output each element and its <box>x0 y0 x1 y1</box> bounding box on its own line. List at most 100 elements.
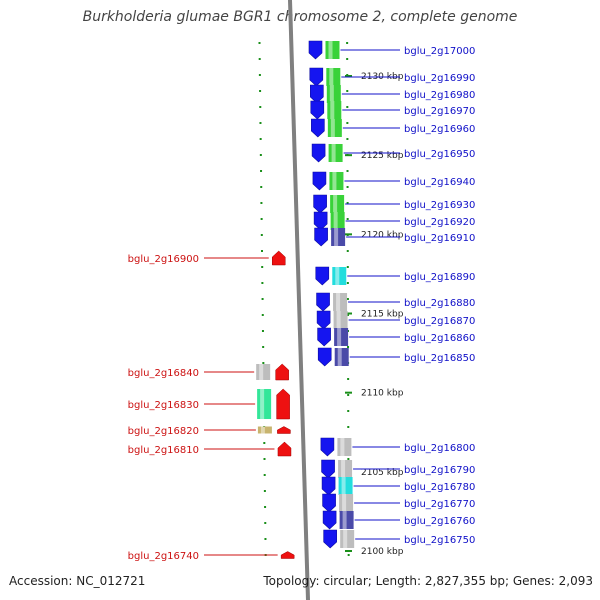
plus-gene-arrow <box>321 459 335 479</box>
plus-gene-arrow <box>317 327 331 347</box>
minus-feature-highlight <box>259 364 264 380</box>
track-dot <box>259 90 262 92</box>
track-dot <box>260 218 263 220</box>
plus-gene-arrow <box>310 84 324 104</box>
track-dot <box>261 250 263 252</box>
plus-gene-arrow <box>313 194 327 214</box>
plus-gene-label: bglu_2g17000 <box>404 46 475 57</box>
track-dot <box>346 202 349 204</box>
plus-gene-label: bglu_2g16860 <box>404 333 475 344</box>
track-dot <box>347 426 350 428</box>
track-dot <box>259 138 262 140</box>
plus-gene-arrow <box>312 171 327 191</box>
plus-gene-arrow <box>308 40 323 60</box>
track-dot <box>260 186 263 188</box>
plus-feature-highlight <box>330 101 335 119</box>
plus-gene-label: bglu_2g16940 <box>404 177 475 188</box>
plus-feature-highlight <box>333 212 338 230</box>
track-dot <box>347 394 350 396</box>
track-dot <box>347 346 350 348</box>
plus-gene-label: bglu_2g16850 <box>404 353 475 364</box>
track-dot <box>346 42 349 44</box>
plus-gene-arrow <box>313 211 328 231</box>
plus-gene-arrow <box>321 476 336 496</box>
plus-feature-highlight <box>337 328 342 346</box>
plus-gene-arrow <box>322 510 337 530</box>
minus-gene-label: bglu_2g16830 <box>128 400 199 411</box>
map-title: Burkholderia glumae BGR1 chromosome 2, c… <box>82 9 518 25</box>
plus-feature-highlight <box>335 267 340 285</box>
track-dot <box>264 538 267 540</box>
track-dot <box>263 490 266 492</box>
plus-feature-highlight <box>336 293 341 311</box>
plus-feature-highlight <box>332 172 337 190</box>
minus-feature-highlight <box>260 426 265 434</box>
track-dot <box>346 298 349 300</box>
minus-feature-highlight <box>260 389 265 419</box>
track-dot <box>347 378 350 380</box>
plus-gene-label: bglu_2g16790 <box>404 465 475 476</box>
plus-gene-arrow <box>322 493 336 513</box>
track-dot <box>264 522 267 524</box>
minus-gene-label: bglu_2g16900 <box>128 254 199 265</box>
plus-feature-highlight <box>342 511 347 529</box>
plus-gene-label: bglu_2g16970 <box>404 106 475 117</box>
track-dot <box>346 138 349 140</box>
plus-gene-arrow <box>311 143 326 163</box>
plus-gene-label: bglu_2g16890 <box>404 272 475 283</box>
minus-gene-arrow <box>276 388 290 420</box>
summary-text: Topology: circular; Length: 2,827,355 bp… <box>263 574 593 588</box>
plus-gene-label: bglu_2g16910 <box>404 233 475 244</box>
plus-feature-highlight <box>337 348 342 366</box>
plus-feature-highlight <box>336 311 341 329</box>
plus-strand-track: bglu_2g17000bglu_2g16990bglu_2g16980bglu… <box>308 40 475 549</box>
plus-gene-label: bglu_2g16960 <box>404 124 475 135</box>
minus-gene-label: bglu_2g16840 <box>128 368 199 379</box>
plus-feature-highlight <box>343 530 348 548</box>
track-dot <box>260 234 263 236</box>
minus-gene-label: bglu_2g16820 <box>128 426 199 437</box>
track-dot <box>346 218 349 220</box>
plus-gene-arrow <box>320 437 335 457</box>
plus-feature-highlight <box>341 460 346 478</box>
track-dot <box>347 458 350 460</box>
track-dot <box>263 442 266 444</box>
track-dot <box>346 58 349 60</box>
scale-label: 2115 kbp <box>361 310 404 320</box>
track-dot <box>258 58 261 60</box>
track-dot <box>262 346 265 348</box>
track-dot <box>263 474 266 476</box>
track-dot <box>346 90 349 92</box>
track-dot <box>260 170 263 172</box>
plus-gene-arrow <box>316 310 331 330</box>
track-dot <box>347 410 350 412</box>
plus-feature-highlight <box>329 85 334 103</box>
minus-gene-arrow <box>277 426 291 434</box>
plus-feature-highlight <box>328 41 333 59</box>
track-dot <box>258 42 261 44</box>
track-dot <box>258 74 261 76</box>
track-dot <box>259 122 262 124</box>
track-dot <box>347 554 350 556</box>
track-dot <box>264 506 267 508</box>
plus-feature-highlight <box>340 438 345 456</box>
scale-label: 2120 kbp <box>361 230 404 240</box>
plus-feature-highlight <box>341 477 346 495</box>
track-dot <box>346 122 349 124</box>
scale-label: 2125 kbp <box>361 151 404 161</box>
scale-label: 2100 kbp <box>361 547 404 557</box>
plus-gene-label: bglu_2g16780 <box>404 482 475 493</box>
minus-gene-label: bglu_2g16740 <box>128 551 199 562</box>
plus-gene-arrow <box>323 529 337 549</box>
plus-gene-label: bglu_2g16950 <box>404 149 475 160</box>
plus-gene-label: bglu_2g16880 <box>404 298 475 309</box>
plus-gene-arrow <box>317 347 332 367</box>
minus-gene-arrow <box>275 363 289 381</box>
plus-gene-label: bglu_2g16980 <box>404 90 475 101</box>
track-dot <box>261 330 264 332</box>
scale-label: 2110 kbp <box>361 389 404 399</box>
plus-feature-highlight <box>329 68 334 86</box>
plus-feature-highlight <box>331 144 336 162</box>
